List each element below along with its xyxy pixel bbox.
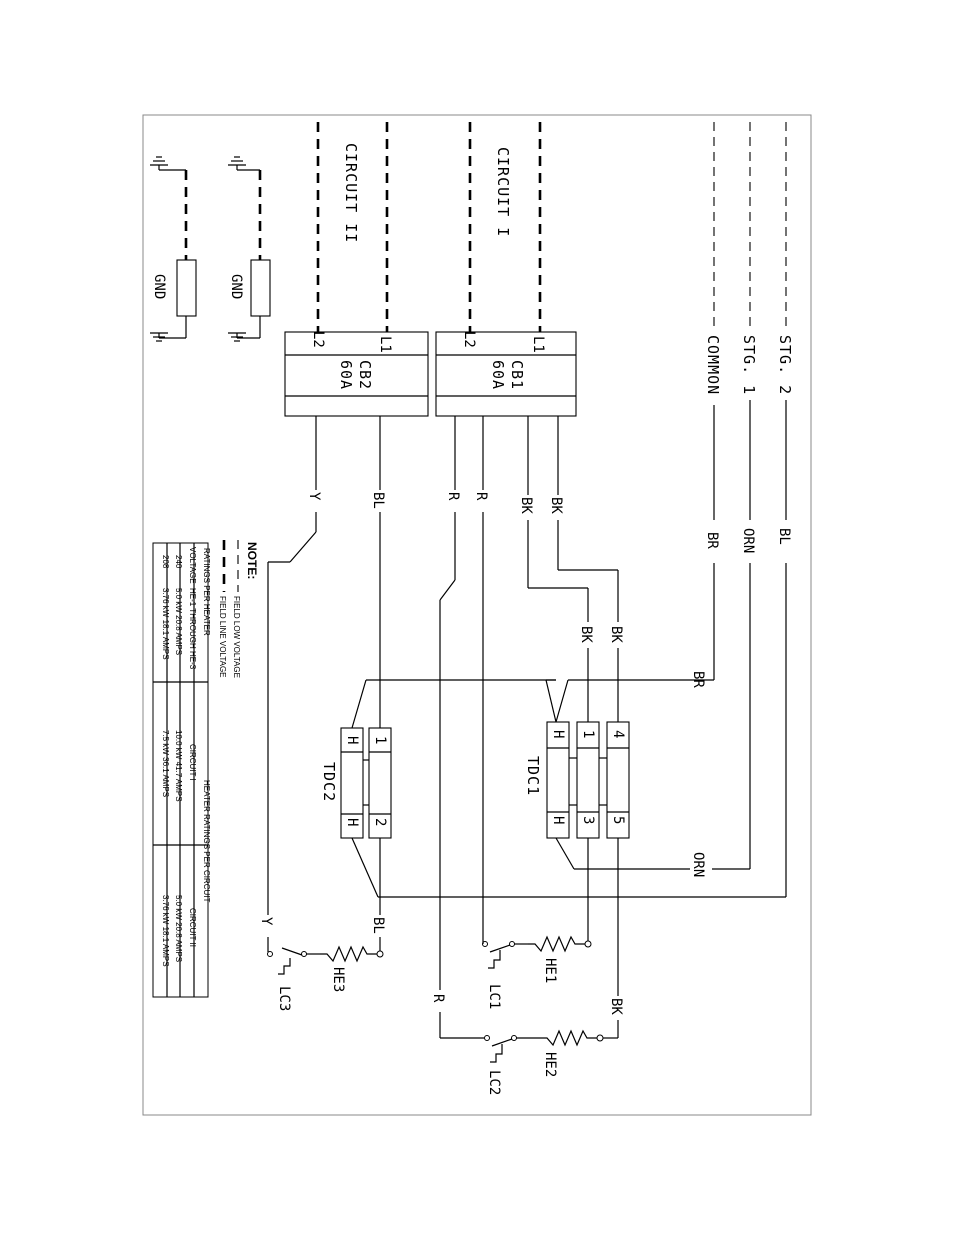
table-header-left: RATINGS PER HEATER [202, 548, 211, 636]
note-block: NOTE: FIELD LOW VOLTAGE FIELD LINE VOLTA… [218, 540, 259, 678]
tdc1-t5: 5 [610, 816, 626, 824]
wire-label-orn-top: ORN [740, 528, 756, 553]
wire-label-bk-2: BK [518, 497, 534, 514]
cb2-rating: 60A [337, 360, 355, 390]
lc2-label: LC2 [486, 1070, 502, 1095]
ratings-table: RATINGS PER HEATER HEATER RATINGS PER CI… [152, 542, 211, 998]
ground-1: GND [228, 156, 271, 342]
circuit-2-label: CIRCUIT II [342, 143, 360, 243]
heater-he2: HE2 [540, 1029, 604, 1077]
tdc1-h-top: H [550, 730, 566, 738]
heater-he3: HE3 [320, 945, 384, 992]
terminal-common: COMMON [704, 335, 722, 395]
wire-label-bk-he2: BK [608, 998, 624, 1015]
tdc1-h-bottom: H [550, 816, 566, 824]
gnd-label-2: GND [151, 274, 167, 299]
field-low-voltage-wires [713, 122, 787, 328]
terminal-stg1: STG. 1 [740, 335, 758, 395]
table-row-2-voltage: 208 [161, 555, 170, 569]
tdc2-t1: 1 [372, 736, 388, 744]
tdc2-h-bottom: H [344, 818, 360, 826]
drawing-border [142, 114, 812, 1116]
wire-label-r-1: R [473, 492, 489, 501]
terminal-stg1-label: STG. 1 [740, 335, 758, 395]
cb2-name: CB2 [356, 360, 374, 390]
table-col-heater: HE-1 THROUGH HE-3 [188, 588, 197, 670]
wire-label-bk-1: BK [548, 497, 564, 514]
cb2-l1-label: L1 [377, 336, 393, 353]
breaker-cb1: L1 L2 CB1 60A [435, 331, 577, 417]
cb2-l2-label: L2 [310, 331, 326, 348]
table-header-right: HEATER RATINGS PER CIRCUIT [202, 780, 211, 902]
cb1-l2-label: L2 [461, 331, 477, 348]
wire-label-orn-tdc: ORN [690, 852, 706, 877]
terminal-stg2: STG. 2 [776, 335, 794, 395]
wire-label-bl-cb2: BL [370, 492, 386, 509]
ground-2: GND [150, 156, 197, 342]
table-row-1-c2: 5.0 kW 20.8 AMPS [174, 895, 183, 962]
wire-label-bk-1b: BK [608, 626, 624, 643]
wire-label-bl-top: BL [776, 528, 792, 545]
tdc1-t3: 3 [580, 816, 596, 824]
table-row-2-heater: 3.76 kW 18.1 AMPS [161, 588, 170, 660]
tdc1-block: 4 5 1 3 H H TDC1 [524, 721, 630, 839]
wire-label-r-3: R [430, 994, 446, 1003]
wire-label-r-2: R [445, 492, 461, 501]
lc1-label: LC1 [486, 984, 502, 1009]
tdc2-h-top: H [344, 736, 360, 744]
circuit-1-label: CIRCUIT I [494, 147, 512, 237]
table-col-c2: CIRCUIT II [188, 908, 197, 947]
breaker-cb2: L1 L2 CB2 60A [284, 331, 429, 417]
table-row-1-heater: 5.0 kW 20.8 AMPS [174, 588, 183, 655]
tdc1-label: TDC1 [524, 756, 542, 796]
cb1-l1-label: L1 [530, 336, 546, 353]
tdc2-block: 1 2 H H TDC2 [320, 727, 392, 839]
wire-label-bk-2b: BK [578, 626, 594, 643]
wire-label-br-tdc: BR [690, 671, 706, 688]
wire-label-br-top: BR [704, 532, 720, 549]
tdc2-label: TDC2 [320, 762, 338, 802]
lc3-label: LC3 [276, 986, 292, 1011]
limit-lc1: LC1 [482, 941, 528, 1009]
wire-label-y-cb2: Y [306, 492, 322, 501]
cb1-rating: 60A [489, 360, 507, 390]
table-row-1-voltage: 240 [174, 555, 183, 569]
tdc2-t2: 2 [372, 818, 388, 826]
field-line-voltage-wires [316, 122, 542, 332]
tdc1-t1: 1 [580, 730, 596, 738]
table-col-voltage: VOLTAGE [188, 547, 197, 584]
note-line-label: FIELD LINE VOLTAGE [218, 596, 227, 678]
heater-he1: HE1 [528, 935, 592, 983]
limit-lc2: LC2 [484, 1035, 540, 1095]
wire-label-y-he3: Y [258, 917, 274, 926]
table-row-2-c1: 7.5 kW 36.1 AMPS [161, 730, 170, 797]
gnd-label-1: GND [228, 274, 244, 299]
note-title: NOTE: [245, 542, 259, 579]
table-row-2-c2: 3.76 kW 18.1 AMPS [161, 895, 170, 967]
limit-lc3: LC3 [267, 937, 320, 1011]
tdc1-t4: 4 [610, 730, 626, 738]
wire-label-bl-he3: BL [370, 917, 386, 934]
terminal-stg2-label: STG. 2 [776, 335, 794, 395]
terminal-common-label: COMMON [704, 335, 722, 395]
he3-label: HE3 [330, 967, 346, 992]
table-row-1-c1: 10.0 kW 41.7 AMPS [174, 730, 183, 802]
table-col-c1: CIRCUIT I [188, 744, 197, 781]
he1-label: HE1 [542, 958, 558, 983]
he2-label: HE2 [542, 1052, 558, 1077]
cb1-name: CB1 [508, 360, 526, 390]
note-low-label: FIELD LOW VOLTAGE [232, 596, 241, 678]
